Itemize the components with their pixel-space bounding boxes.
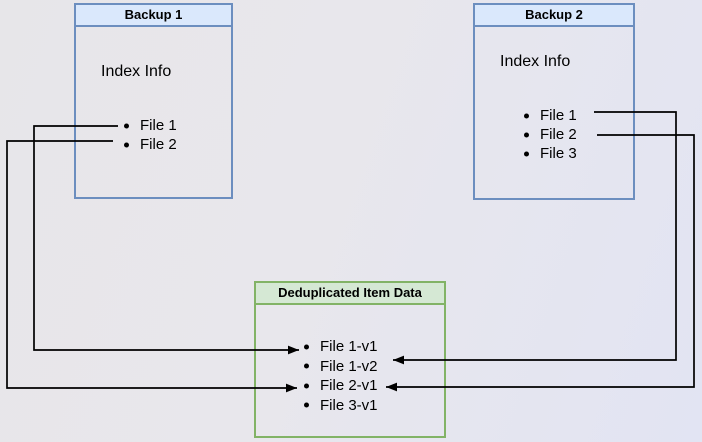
- backup2-index-info-label: Index Info: [500, 53, 571, 70]
- backup1-index-info-label: Index Info: [101, 63, 172, 80]
- dedup-title: Deduplicated Item Data: [256, 283, 444, 305]
- list-item: File 2: [522, 125, 577, 144]
- list-item: File 2: [122, 135, 177, 154]
- list-item: File 3-v1: [302, 396, 378, 416]
- list-item: File 3: [522, 144, 577, 163]
- backup1-title: Backup 1: [76, 5, 231, 27]
- backup2-title: Backup 2: [475, 5, 633, 27]
- list-item: File 2-v1: [302, 376, 378, 396]
- list-item: File 1: [122, 116, 177, 135]
- list-item: File 1-v2: [302, 357, 378, 377]
- list-item: File 1: [522, 106, 577, 125]
- list-item: File 1-v1: [302, 337, 378, 357]
